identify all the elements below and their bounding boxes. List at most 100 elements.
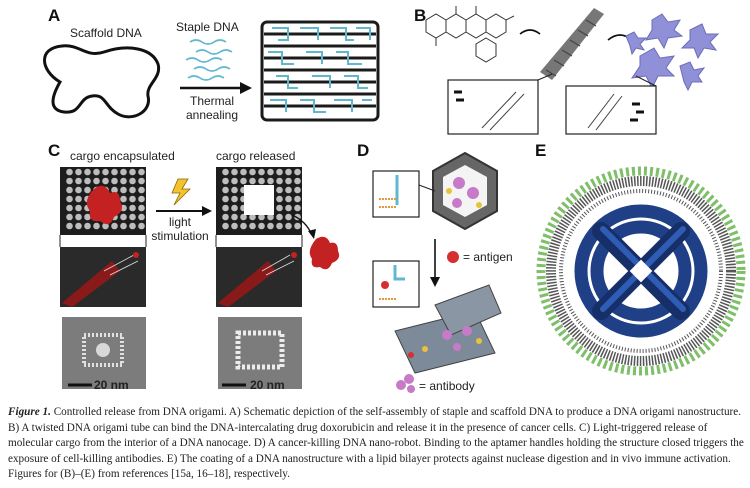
- antibody-label: = antibody: [419, 379, 475, 393]
- scale-bar-right-label: 20 nm: [250, 378, 285, 392]
- lightning-icon: [156, 178, 212, 216]
- helix-cell: [111, 168, 118, 176]
- helix-cell: [138, 204, 145, 212]
- helix-cell: [240, 222, 247, 230]
- helix-cell: [267, 177, 274, 185]
- panel-c-letter: C: [48, 141, 61, 160]
- helix-cell: [231, 195, 238, 203]
- helix-cell: [66, 186, 73, 194]
- doxorubicin-structure: [425, 6, 515, 63]
- helix-cell: [222, 204, 229, 212]
- helix-cell: [222, 186, 229, 194]
- helix-cell: [102, 222, 109, 230]
- helix-cell: [276, 213, 283, 221]
- helix-cell: [294, 186, 301, 194]
- helix-cell: [231, 213, 238, 221]
- thermal-label: Thermal: [189, 94, 234, 108]
- origami-nanostructure: [260, 20, 380, 122]
- helix-cell: [231, 204, 238, 212]
- figure-label: Figure 1.: [8, 406, 51, 418]
- helix-cell: [222, 168, 229, 176]
- helix-cell: [222, 177, 229, 185]
- helix-cell: [285, 222, 292, 230]
- helix-cell: [138, 177, 145, 185]
- antibody-icon: [396, 374, 415, 393]
- helix-cell: [276, 204, 283, 212]
- tem-micrographs: [62, 317, 302, 389]
- helix-cell: [138, 213, 145, 221]
- helix-cell: [267, 168, 274, 176]
- helix-cell: [258, 222, 265, 230]
- helix-cell: [258, 177, 265, 185]
- helix-cell: [102, 177, 109, 185]
- helix-cell: [75, 222, 82, 230]
- helix-cell: [249, 222, 256, 230]
- helix-cell: [66, 222, 73, 230]
- helix-cell: [240, 168, 247, 176]
- helix-cell: [66, 177, 73, 185]
- helix-cell: [294, 177, 301, 185]
- robot-opened: [394, 284, 502, 374]
- aptamer-open-inset: [372, 260, 420, 308]
- panel-d: D = antigen = antibody: [355, 135, 530, 400]
- helix-cell: [66, 195, 73, 203]
- helix-cell: [120, 168, 127, 176]
- helix-cell: [222, 222, 229, 230]
- helix-cell: [240, 213, 247, 221]
- caption-text: Controlled release from DNA origami. A) …: [8, 406, 744, 481]
- helix-cell: [129, 204, 136, 212]
- annealing-label: annealing: [185, 108, 239, 122]
- helix-cell: [285, 213, 292, 221]
- helix-cell: [84, 168, 91, 176]
- staple-strands: [185, 39, 233, 81]
- helix-cell: [267, 213, 274, 221]
- helix-cell: [285, 195, 292, 203]
- helix-cell: [66, 168, 73, 176]
- cargo-released-label: cargo released: [216, 149, 296, 163]
- panel-c: C cargo encapsulated cargo released ligh…: [0, 135, 350, 400]
- helix-cell: [249, 213, 256, 221]
- helix-cell: [294, 168, 301, 176]
- helix-cell: [276, 177, 283, 185]
- helix-cell: [75, 213, 82, 221]
- helix-cell: [129, 222, 136, 230]
- helix-cell: [75, 177, 82, 185]
- helix-cell: [75, 204, 82, 212]
- helix-cell: [93, 222, 100, 230]
- helix-cell: [285, 168, 292, 176]
- helix-cell: [84, 186, 91, 194]
- helix-cell: [285, 177, 292, 185]
- antigen-label: = antigen: [463, 250, 513, 264]
- helix-cell: [66, 213, 73, 221]
- helix-cell: [231, 186, 238, 194]
- helix-cell: [129, 213, 136, 221]
- helix-cell: [120, 186, 127, 194]
- helix-cell: [276, 186, 283, 194]
- helix-cell: [84, 177, 91, 185]
- helix-cell: [84, 213, 91, 221]
- helix-cell: [231, 222, 238, 230]
- panel-b: B: [390, 0, 750, 135]
- antigen-arrow: [430, 239, 459, 287]
- helix-cell: [102, 168, 109, 176]
- helix-cell: [285, 186, 292, 194]
- helix-cell: [84, 222, 91, 230]
- helix-cell: [240, 177, 247, 185]
- helix-cell: [285, 204, 292, 212]
- cancer-cells: [625, 13, 720, 92]
- tube-closeups: [59, 235, 303, 307]
- stimulation-label: stimulation: [151, 229, 209, 243]
- twisted-origami-tube: [519, 8, 633, 80]
- helix-cell: [258, 168, 265, 176]
- helix-cell: [222, 195, 229, 203]
- panel-e-letter: E: [535, 141, 547, 160]
- helix-cell: [111, 222, 118, 230]
- helix-cell: [111, 177, 118, 185]
- scale-bar-left-label: 20 nm: [94, 378, 129, 392]
- helix-cell: [93, 168, 100, 176]
- helix-cell: [249, 177, 256, 185]
- helix-cell: [75, 168, 82, 176]
- helix-cell: [120, 213, 127, 221]
- helix-cell: [222, 213, 229, 221]
- cargo-encapsulated-label: cargo encapsulated: [70, 149, 175, 163]
